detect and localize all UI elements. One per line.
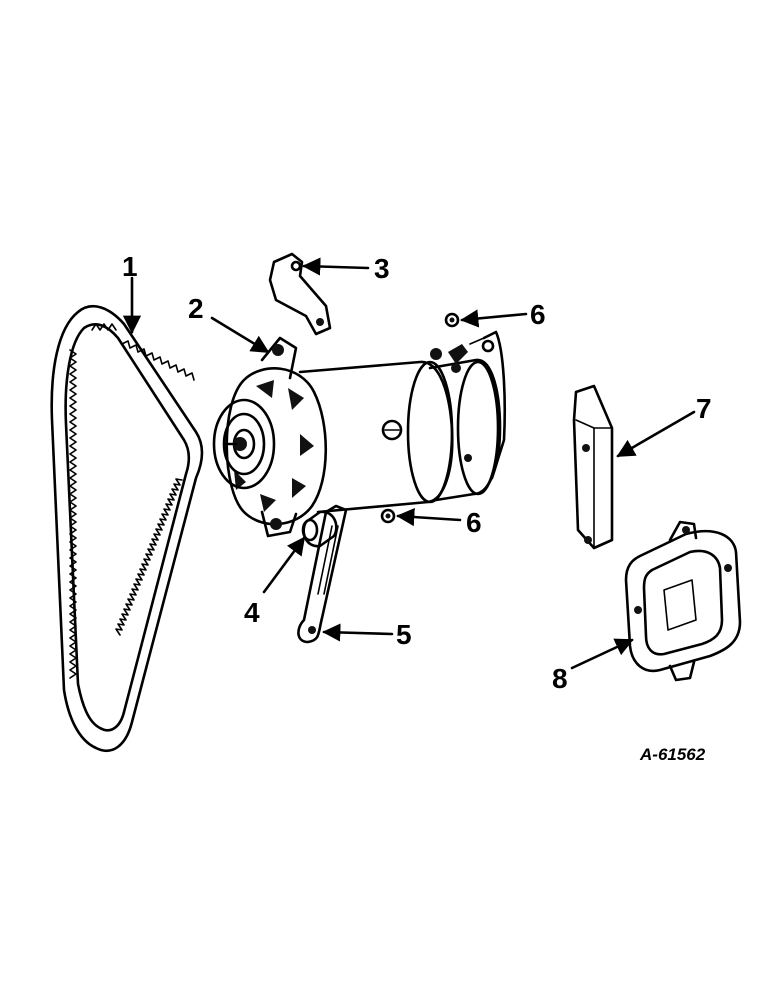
callout-4: 4	[244, 597, 260, 628]
regulator	[624, 520, 742, 682]
generator	[212, 330, 507, 538]
callout-8: 8	[552, 663, 568, 694]
adjusting-strap	[297, 504, 348, 644]
lockwasher-lower	[380, 508, 396, 524]
reference-code: A-61562	[639, 745, 706, 764]
leader-lines	[122, 257, 696, 670]
spacer	[301, 510, 338, 548]
callout-3: 3	[374, 253, 390, 284]
lockwasher-upper	[444, 312, 460, 328]
v-belt	[50, 305, 204, 752]
callout-2: 2	[188, 293, 204, 324]
callout-6-upper: 6	[530, 299, 546, 330]
callout-6-lower: 6	[466, 507, 482, 538]
upper-bracket	[268, 252, 332, 336]
callout-7: 7	[696, 393, 712, 424]
callout-5: 5	[396, 619, 412, 650]
regulator-bracket	[572, 384, 614, 550]
callout-1: 1	[122, 251, 138, 282]
